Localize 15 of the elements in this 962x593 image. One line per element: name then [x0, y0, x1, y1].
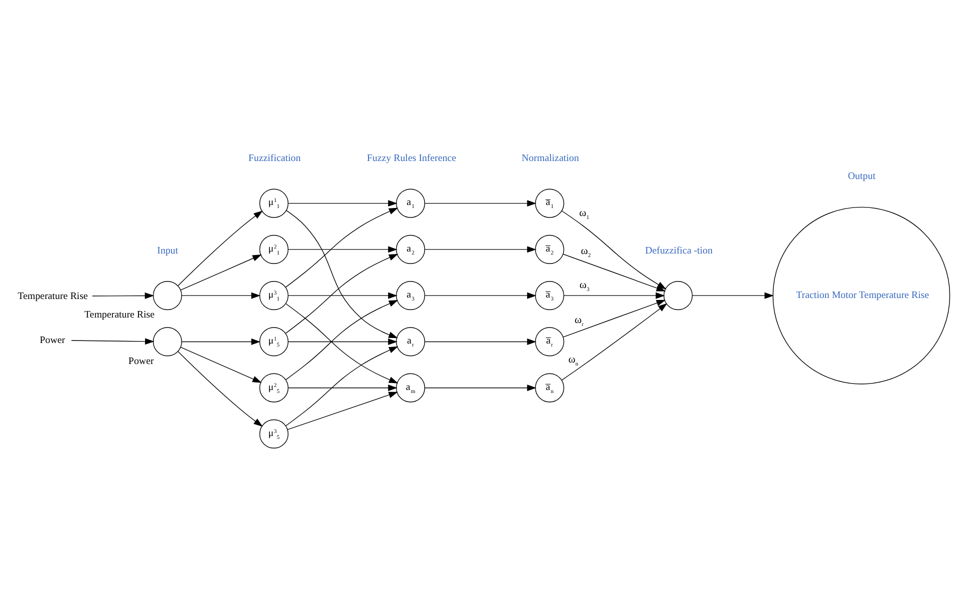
node-text: Temperature Rise	[18, 290, 88, 302]
edge-label: ω$_{n}$	[568, 354, 578, 367]
edge-label: ω$_{3}$	[580, 279, 590, 292]
node-text: Power	[40, 334, 66, 346]
edge-label: ω$_{r}$	[574, 314, 584, 328]
edge-label: ω$_{2}$	[580, 245, 591, 258]
node-label: Power	[128, 355, 154, 366]
label: Normalization	[522, 152, 579, 164]
label: Fuzzification	[248, 152, 301, 164]
edge-label: ω$_{1}$	[579, 208, 590, 221]
label: Fuzzy Rules Inference	[366, 152, 456, 164]
label: Defuzzifica -tion	[645, 244, 713, 256]
label: Output	[848, 170, 876, 182]
label: Input	[157, 244, 178, 256]
node-label: Temperature Rise	[84, 309, 155, 320]
